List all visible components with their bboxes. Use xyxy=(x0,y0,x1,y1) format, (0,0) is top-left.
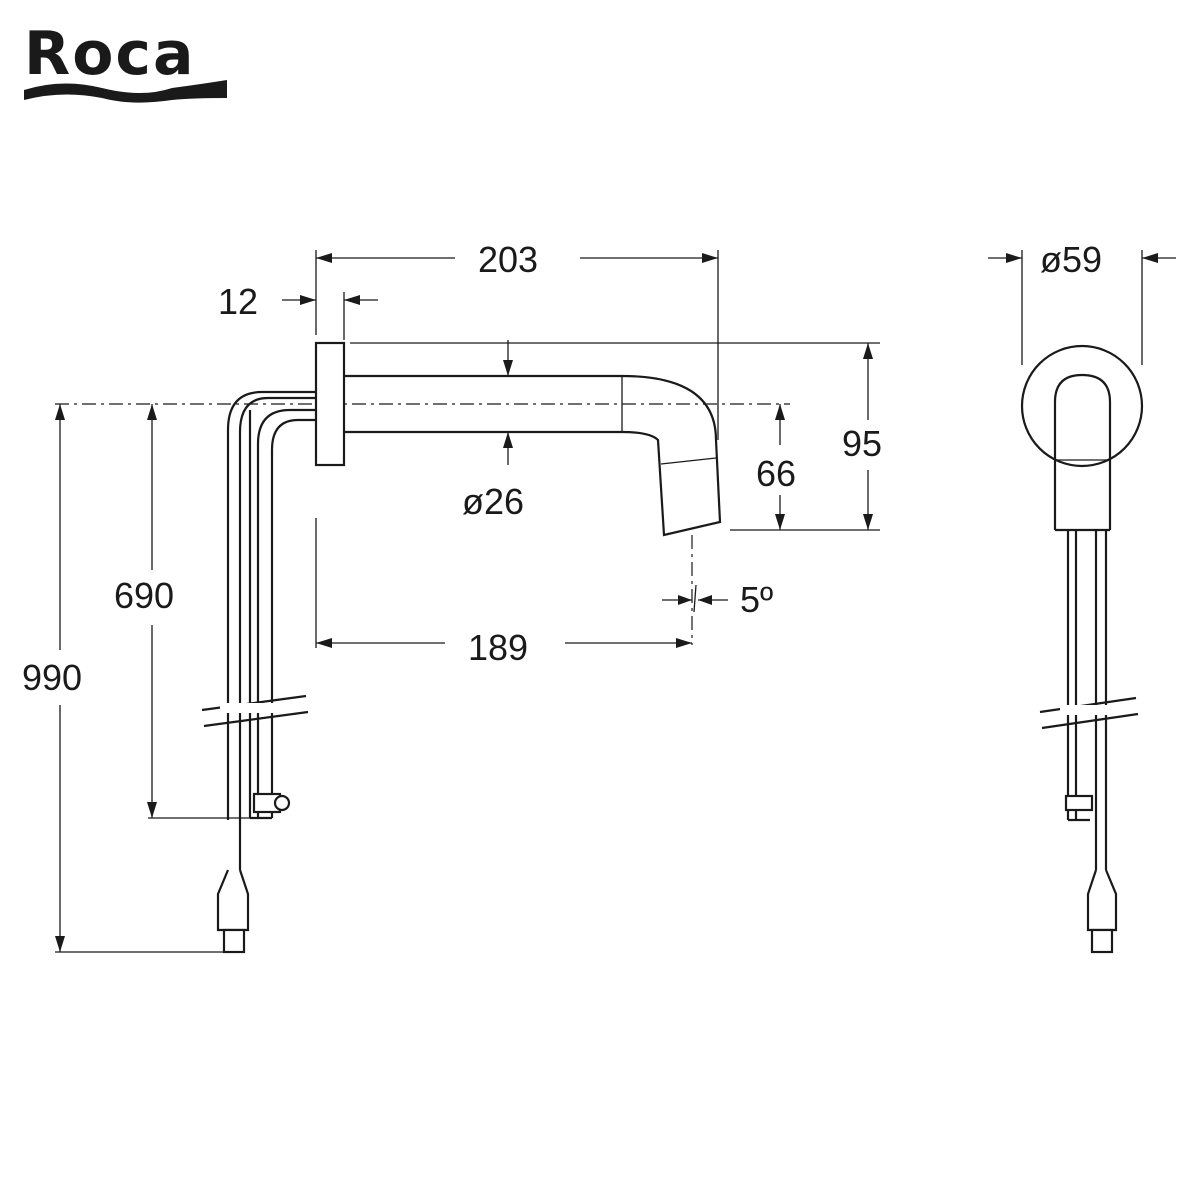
spout-front xyxy=(1053,373,1112,530)
dim-label-189: 189 xyxy=(468,627,529,668)
break-front-gap xyxy=(1060,705,1112,715)
arrow-95-top xyxy=(863,343,873,359)
arrow-12-left xyxy=(300,295,316,305)
dim-label-66: 66 xyxy=(756,453,797,494)
hose-inner-a xyxy=(256,408,316,818)
connector-tip xyxy=(222,928,246,954)
connector-body xyxy=(216,869,250,932)
side-view xyxy=(55,250,880,954)
dim-label-26: ø26 xyxy=(462,481,525,522)
break-gap xyxy=(220,703,280,713)
arrow-59-right xyxy=(1142,253,1158,263)
arrow-26-bottom xyxy=(503,432,513,448)
aerator-line xyxy=(660,457,717,465)
roca-logo: Roca xyxy=(22,14,232,104)
dim-label-690: 690 xyxy=(114,575,175,616)
arrow-26-top xyxy=(503,360,513,376)
dim-label-203: 203 xyxy=(478,239,539,280)
arrow-66-bottom xyxy=(775,514,785,530)
dim-label-990: 990 xyxy=(22,657,83,698)
dim-label-12: 12 xyxy=(218,281,259,322)
break-line-2 xyxy=(203,710,309,728)
valve-front xyxy=(1064,794,1094,812)
arrow-189-left xyxy=(316,638,332,648)
arrow-690-top xyxy=(147,404,157,420)
connector-front xyxy=(1086,869,1118,932)
break-front-2 xyxy=(1041,712,1139,730)
spout-body xyxy=(344,374,722,537)
logo-wave-icon xyxy=(24,80,227,103)
front-view xyxy=(988,250,1176,954)
hose-inner-b xyxy=(270,418,316,818)
flange-circle xyxy=(1020,344,1144,468)
arrow-690-bottom xyxy=(147,802,157,818)
arrow-189-right xyxy=(676,638,692,648)
arrow-5-left xyxy=(678,595,692,605)
dim-label-5-deg: 5º xyxy=(740,579,774,620)
wall-flange xyxy=(314,341,346,467)
arrow-12-right xyxy=(344,295,360,305)
logo-wordmark: Roca xyxy=(24,19,196,89)
arrow-95-bottom xyxy=(863,514,873,530)
hose-outer-a xyxy=(226,390,316,820)
arrow-203-left xyxy=(316,253,332,263)
arrow-990-bottom xyxy=(55,936,65,952)
dim-label-95: 95 xyxy=(842,423,883,464)
arrow-990-top xyxy=(55,404,65,420)
valve-knob xyxy=(273,794,291,812)
connector-front-tip xyxy=(1090,928,1114,954)
arrow-5-right xyxy=(698,595,712,605)
arrow-59-left xyxy=(1006,253,1022,263)
angle-line xyxy=(693,584,697,613)
dim-label-59: ø59 xyxy=(1040,239,1103,280)
arrow-66-top xyxy=(775,404,785,420)
arrow-203-right xyxy=(702,253,718,263)
hose-outer-b xyxy=(238,396,316,870)
